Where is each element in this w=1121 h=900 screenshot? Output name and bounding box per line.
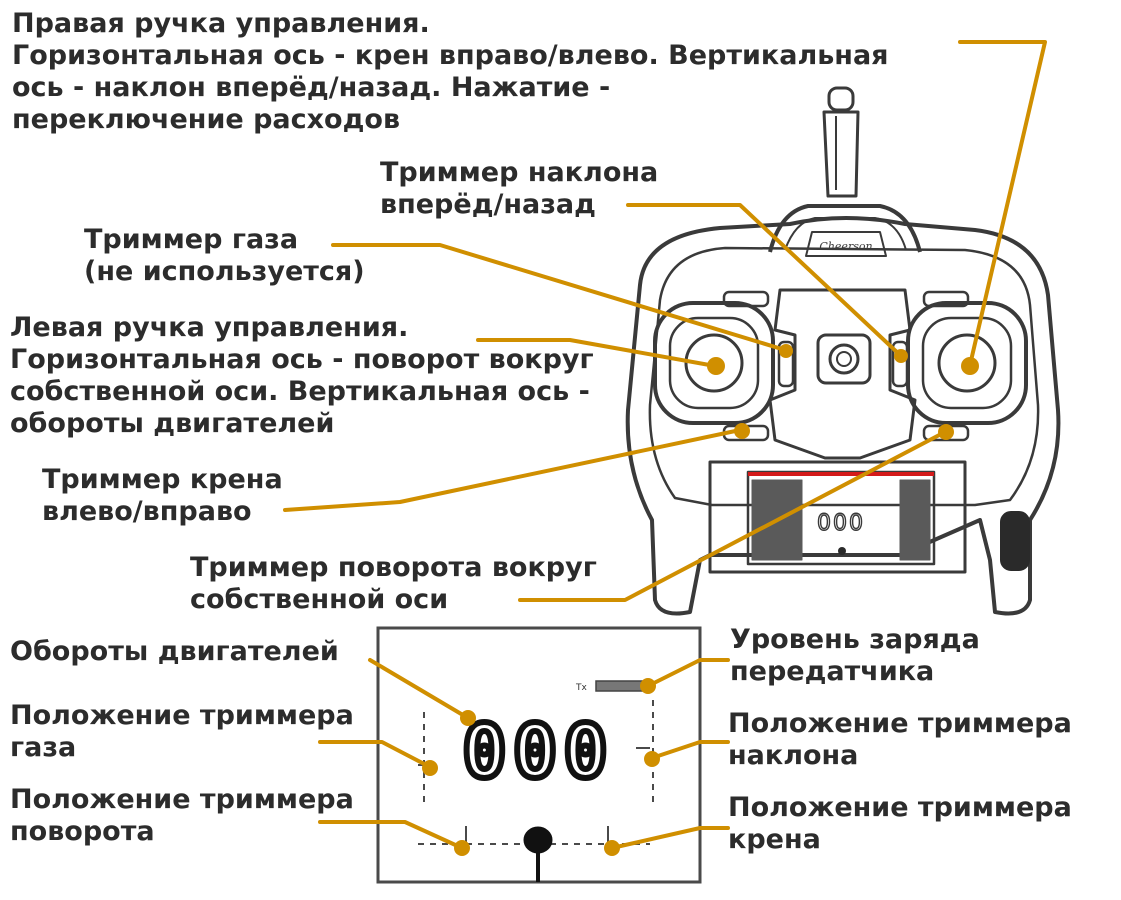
leader-pitch-trim-pos: [650, 740, 730, 760]
transmitter: Cheerson: [625, 86, 1061, 616]
left-stick-gimbal: [653, 301, 775, 425]
lcd-center-marker: [523, 826, 553, 854]
label-right-stick: Правая ручка управления.Горизонтальная о…: [12, 8, 889, 136]
label-yaw-trim-line-2: собственной оси: [190, 584, 449, 615]
leader-engine-rpm: [368, 658, 470, 720]
label-roll-trim-pos-line-2: крена: [728, 824, 821, 855]
leader-roll-trim-pos: [610, 826, 730, 850]
label-throttle-trim-pos-line-2: газа: [10, 732, 77, 763]
leader-yaw-trim: [518, 430, 947, 602]
battery-bar: Tx: [575, 680, 643, 693]
label-right-stick-line-4: переключение расходов: [12, 104, 401, 135]
center-panel: [768, 288, 917, 460]
label-yaw-trim-pos-line-2: поворота: [10, 816, 155, 847]
label-throttle-trim-pos-line-1: Положение триммера: [10, 700, 354, 731]
label-battery-level-line-2: передатчика: [730, 656, 935, 687]
dot-roll-trim-pos: [604, 840, 620, 856]
label-throttle-trim: Триммер газа(не используется): [84, 224, 365, 288]
label-right-stick-line-2: Горизонтальная ось - крен вправо/влево. …: [12, 40, 889, 71]
leader-left-stick: [476, 338, 717, 368]
lcd-detail: Tx 000: [376, 626, 702, 884]
label-pitch-trim-pos-line-1: Положение триммера: [728, 708, 1072, 739]
dot-throttle-trim-pos: [422, 760, 438, 776]
antenna: [822, 86, 860, 198]
leader-lines: [283, 40, 1047, 850]
label-engine-rpm: Обороты двигателей: [10, 636, 339, 668]
dot-battery: [640, 678, 656, 694]
dot-pitch-trim: [894, 349, 908, 363]
label-pitch-trim-line-2: вперёд/назад: [380, 189, 596, 220]
side-switch: [1000, 511, 1030, 571]
leader-dots: [422, 344, 979, 856]
leader-throttle-trim: [331, 243, 787, 352]
label-pitch-trim-line-1: Триммер наклона: [380, 157, 659, 188]
dot-yaw-trim-pos: [454, 840, 470, 856]
label-roll-trim-line-1: Триммер крена: [42, 464, 283, 495]
dot-right-stick: [961, 357, 979, 375]
svg-text:Tx: Tx: [575, 683, 587, 693]
label-yaw-trim-pos-line-1: Положение триммера: [10, 784, 354, 815]
label-engine-rpm-line-1: Обороты двигателей: [10, 636, 339, 667]
label-yaw-trim-line-1: Триммер поворота вокруг: [190, 552, 597, 583]
label-left-stick-line-2: Горизонтальная ось - поворот вокруг: [10, 344, 594, 375]
dot-roll-trim: [734, 423, 750, 439]
dot-yaw-trim: [938, 424, 954, 440]
label-roll-trim-pos-line-1: Положение триммера: [728, 792, 1072, 823]
brand-label: Cheerson: [819, 240, 872, 253]
center-button: [816, 333, 872, 385]
leader-right-stick: [958, 40, 1047, 367]
label-roll-trim-line-2: влево/вправо: [42, 496, 252, 527]
label-left-stick-line-1: Левая ручка управления.: [10, 312, 409, 343]
lcd-digits: 000: [462, 709, 614, 795]
leader-roll-trim: [283, 428, 742, 512]
leader-yaw-trim-pos: [318, 820, 464, 850]
transmitter-screen-digits: 000: [817, 511, 865, 536]
label-right-stick-line-1: Правая ручка управления.: [12, 8, 430, 39]
label-battery-level-line-1: Уровень заряда: [730, 624, 980, 655]
dot-left-stick: [707, 357, 725, 375]
label-left-stick-line-4: обороты двигателей: [10, 408, 335, 439]
dot-engine-rpm: [460, 710, 476, 726]
label-left-stick-line-3: собственной оси. Вертикальная ось -: [10, 376, 590, 407]
leader-battery: [646, 658, 730, 688]
label-right-stick-line-3: ось - наклон вперёд/назад. Нажатие -: [12, 72, 611, 103]
dot-pitch-trim-pos: [644, 751, 660, 767]
leader-throttle-trim-pos: [318, 740, 432, 769]
transmitter-outline: [625, 216, 1061, 616]
dot-throttle-trim: [779, 344, 793, 358]
handle-top: [768, 204, 922, 253]
label-throttle-trim-line-1: Триммер газа: [84, 224, 299, 255]
label-throttle-trim-line-2: (не используется): [84, 256, 365, 287]
label-pitch-trim-pos-line-2: наклона: [728, 740, 859, 771]
screen-bezel: [708, 460, 967, 574]
label-left-stick: Левая ручка управления.Горизонтальная ос…: [10, 312, 594, 440]
leader-pitch-trim: [626, 203, 902, 357]
